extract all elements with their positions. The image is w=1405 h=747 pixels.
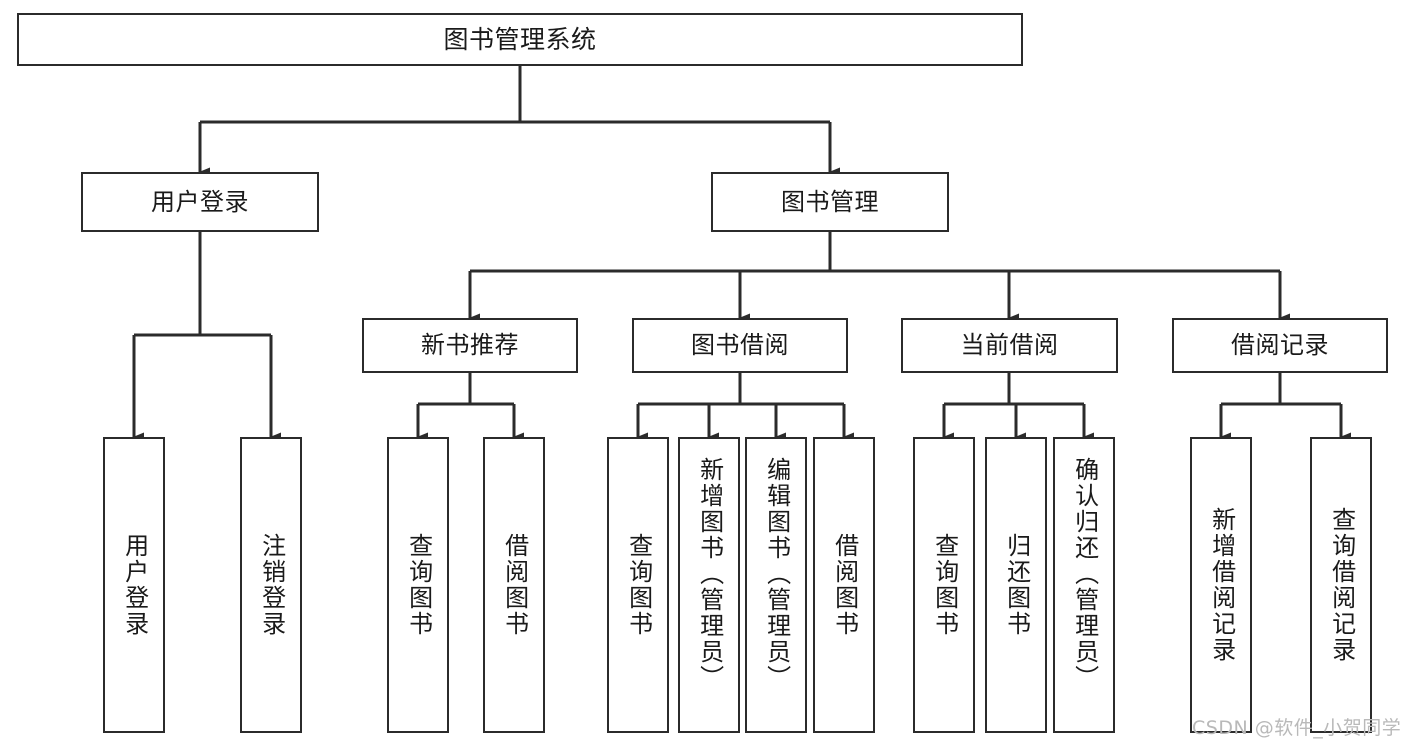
node-book-management[interactable]: 图书管理 <box>711 172 949 232</box>
node-leaf-add-book-admin[interactable]: 新增图书（管理员） <box>678 437 740 733</box>
node-root[interactable]: 图书管理系统 <box>17 13 1023 66</box>
node-leaf-user-login[interactable]: 用户登录 <box>103 437 165 733</box>
node-label: 借阅图书 <box>500 533 529 637</box>
node-leaf-logout[interactable]: 注销登录 <box>240 437 302 733</box>
node-label: 借阅记录 <box>1231 331 1329 360</box>
node-label: 用户登录 <box>151 187 249 216</box>
node-leaf-confirm-return-admin[interactable]: 确认归还（管理员） <box>1053 437 1115 733</box>
node-label: 注销登录 <box>257 533 286 637</box>
node-label: 图书管理系统 <box>443 24 597 54</box>
node-leaf-query-book-2[interactable]: 查询图书 <box>607 437 669 733</box>
node-leaf-edit-book-admin[interactable]: 编辑图书（管理员） <box>745 437 807 733</box>
node-book-borrow[interactable]: 图书借阅 <box>632 318 848 373</box>
node-label: 当前借阅 <box>960 331 1059 360</box>
node-leaf-borrow-book-1[interactable]: 借阅图书 <box>483 437 545 733</box>
node-label: 新书推荐 <box>421 331 519 360</box>
node-label: 新增借阅记录 <box>1207 507 1236 663</box>
node-user-login[interactable]: 用户登录 <box>81 172 319 232</box>
node-label: 归还图书 <box>1002 533 1031 637</box>
node-label: 编辑图书（管理员） <box>762 457 791 691</box>
node-label: 查询图书 <box>404 533 433 637</box>
node-leaf-query-borrow-record[interactable]: 查询借阅记录 <box>1310 437 1372 733</box>
node-label: 新增图书（管理员） <box>695 457 724 691</box>
node-label: 查询图书 <box>930 533 959 637</box>
node-label: 借阅图书 <box>830 533 859 637</box>
node-label: 查询图书 <box>624 533 653 637</box>
node-leaf-query-book-1[interactable]: 查询图书 <box>387 437 449 733</box>
node-label: 图书管理 <box>781 187 879 216</box>
node-leaf-add-borrow-record[interactable]: 新增借阅记录 <box>1190 437 1252 733</box>
node-leaf-return-book[interactable]: 归还图书 <box>985 437 1047 733</box>
node-label: 查询借阅记录 <box>1327 507 1356 663</box>
node-label: 图书借阅 <box>691 331 789 360</box>
node-borrow-records[interactable]: 借阅记录 <box>1172 318 1388 373</box>
node-leaf-borrow-book-2[interactable]: 借阅图书 <box>813 437 875 733</box>
node-new-book-recommend[interactable]: 新书推荐 <box>362 318 578 373</box>
node-leaf-query-book-3[interactable]: 查询图书 <box>913 437 975 733</box>
node-label: 用户登录 <box>120 533 149 637</box>
node-label: 确认归还（管理员） <box>1070 457 1099 691</box>
node-current-borrow[interactable]: 当前借阅 <box>901 318 1118 373</box>
